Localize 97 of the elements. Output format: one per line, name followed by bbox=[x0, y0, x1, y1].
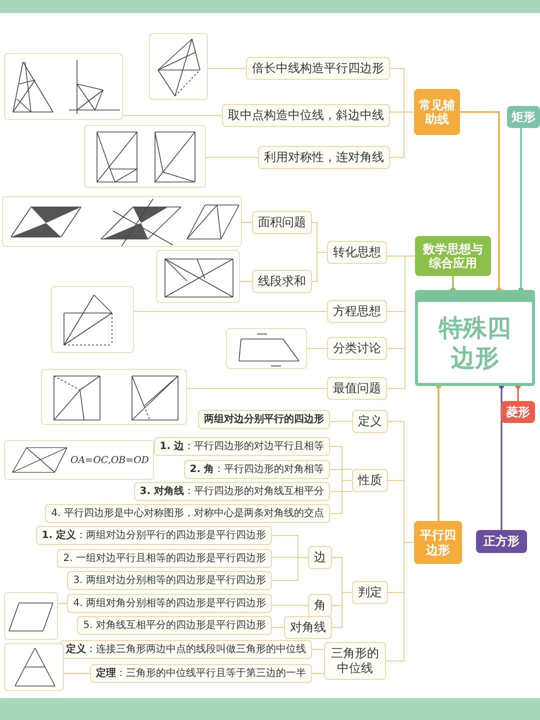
node-text: 性质 bbox=[358, 473, 382, 487]
node-text: 1. 边：平行四边形的对边平行且相等 bbox=[160, 441, 324, 452]
branch-box bbox=[501, 401, 535, 423]
topic-box bbox=[90, 664, 312, 683]
node-text: 4. 平行四边形是中心对称图形，对称中心是两条对角线的交点 bbox=[51, 508, 324, 519]
connector-line bbox=[306, 348, 328, 349]
branch-box bbox=[507, 106, 540, 128]
node-text: 定理：三角形的中位线平行且等于第三边的一半 bbox=[96, 668, 306, 679]
node-text: 3. 对角线：平行四边形的对角线互相平分 bbox=[140, 486, 324, 497]
connector-line bbox=[186, 388, 328, 389]
node-text: 边 bbox=[314, 550, 326, 564]
connector-line bbox=[208, 68, 246, 69]
node-text: 菱形 bbox=[506, 404, 530, 420]
node-text: 判定 bbox=[358, 585, 382, 599]
formula-text: OA=OC,OB=OD bbox=[70, 454, 149, 466]
node-text: 矩形 bbox=[512, 110, 536, 124]
figure-card bbox=[4, 440, 154, 480]
connector-line bbox=[272, 605, 308, 606]
topic-box bbox=[67, 594, 272, 613]
topic-box bbox=[67, 571, 272, 590]
connector-line bbox=[330, 421, 352, 422]
node-text: 常见辅助线 bbox=[418, 98, 456, 126]
topic-box bbox=[258, 146, 390, 169]
node-text: 倍长中线构造平行四边形 bbox=[252, 61, 384, 75]
branch-box bbox=[414, 521, 462, 564]
topic-box bbox=[184, 460, 330, 479]
topic-box bbox=[324, 642, 386, 680]
topic-box bbox=[308, 594, 332, 617]
title-text: 特殊四边形 bbox=[438, 312, 512, 372]
topic-box bbox=[252, 211, 312, 234]
connector-line bbox=[390, 112, 414, 158]
topic-box bbox=[284, 616, 332, 639]
topic-box bbox=[57, 549, 272, 568]
connector-line bbox=[272, 557, 308, 581]
connector-line bbox=[518, 128, 524, 293]
node-text: 对角线 bbox=[290, 620, 326, 634]
topic-box bbox=[60, 640, 312, 659]
topic-box bbox=[198, 410, 330, 429]
connector-line bbox=[240, 281, 252, 282]
branch-box bbox=[476, 530, 527, 553]
node-text: 取中点构造中位线，斜边中线 bbox=[228, 108, 384, 122]
node-text: 最值问题 bbox=[333, 381, 381, 395]
node-text: 分类讨论 bbox=[333, 341, 381, 355]
node-text: 平行四边形 bbox=[419, 528, 457, 557]
connector-line bbox=[122, 115, 222, 116]
connector-line bbox=[450, 276, 456, 293]
node-text: 面积问题 bbox=[258, 215, 306, 229]
connector-line bbox=[312, 252, 328, 282]
branch-box bbox=[414, 89, 460, 135]
topic-card bbox=[415, 290, 535, 386]
branch-box bbox=[415, 236, 491, 276]
topic-box bbox=[77, 616, 272, 635]
connector-line bbox=[64, 673, 90, 674]
node-text: 2. 角：平行四边形的对角相等 bbox=[190, 464, 324, 475]
node-text: 4. 两组对角分别相等的四边形是平行四边形 bbox=[73, 598, 266, 609]
connector-line bbox=[312, 673, 324, 674]
connector-line bbox=[312, 649, 324, 650]
node-text: 利用对称性，连对角线 bbox=[264, 150, 384, 164]
connector-line bbox=[330, 469, 352, 470]
node-text: 定义：连接三角形两边中点的线段叫做三角形的中位线 bbox=[66, 644, 306, 655]
topic-box bbox=[36, 526, 272, 545]
topic-box bbox=[352, 469, 388, 492]
topic-box bbox=[45, 504, 330, 523]
node-text: 2. 一组对边平行且相等的四边形是平行四边形 bbox=[63, 553, 266, 564]
node-text: 角 bbox=[314, 598, 326, 612]
topic-box bbox=[327, 300, 387, 323]
node-text: 转化思想 bbox=[333, 245, 381, 259]
topic-box bbox=[308, 546, 332, 569]
node-text: 5. 对角线互相平分的四边形是平行四边形 bbox=[83, 620, 266, 631]
connector-line bbox=[272, 627, 284, 628]
topic-box bbox=[352, 581, 388, 604]
connector-line bbox=[330, 491, 352, 492]
topic-box bbox=[134, 482, 330, 501]
connector-line bbox=[134, 311, 328, 312]
topic-box bbox=[327, 241, 387, 264]
topic-box bbox=[222, 104, 390, 127]
connector-line bbox=[386, 256, 416, 389]
connector-line bbox=[386, 542, 414, 662]
topic-box bbox=[252, 270, 312, 293]
node-text: 线段求和 bbox=[258, 274, 306, 288]
topic-box bbox=[246, 57, 390, 80]
topic-box bbox=[154, 437, 330, 456]
node-text: 1. 定义：两组对边分别平行的四边形是平行四边形 bbox=[42, 530, 266, 541]
connector-line bbox=[460, 111, 502, 293]
node-text: 正方形 bbox=[484, 534, 520, 549]
node-text: 三角形的中位线 bbox=[331, 646, 379, 675]
connector-line bbox=[242, 222, 252, 223]
node-text: 两组对边分别平行的四边形 bbox=[204, 414, 324, 425]
connector-line bbox=[58, 603, 68, 604]
node-text: 数学思想与综合应用 bbox=[422, 242, 484, 270]
node-text: 定义 bbox=[358, 414, 382, 428]
topic-box bbox=[327, 337, 387, 360]
connector-line bbox=[206, 157, 258, 158]
node-text: 方程思想 bbox=[333, 304, 381, 318]
topic-box bbox=[352, 410, 388, 433]
node-text: 3. 两组对边分别相等的四边形是平行四边形 bbox=[73, 575, 266, 586]
topic-box bbox=[327, 377, 387, 400]
